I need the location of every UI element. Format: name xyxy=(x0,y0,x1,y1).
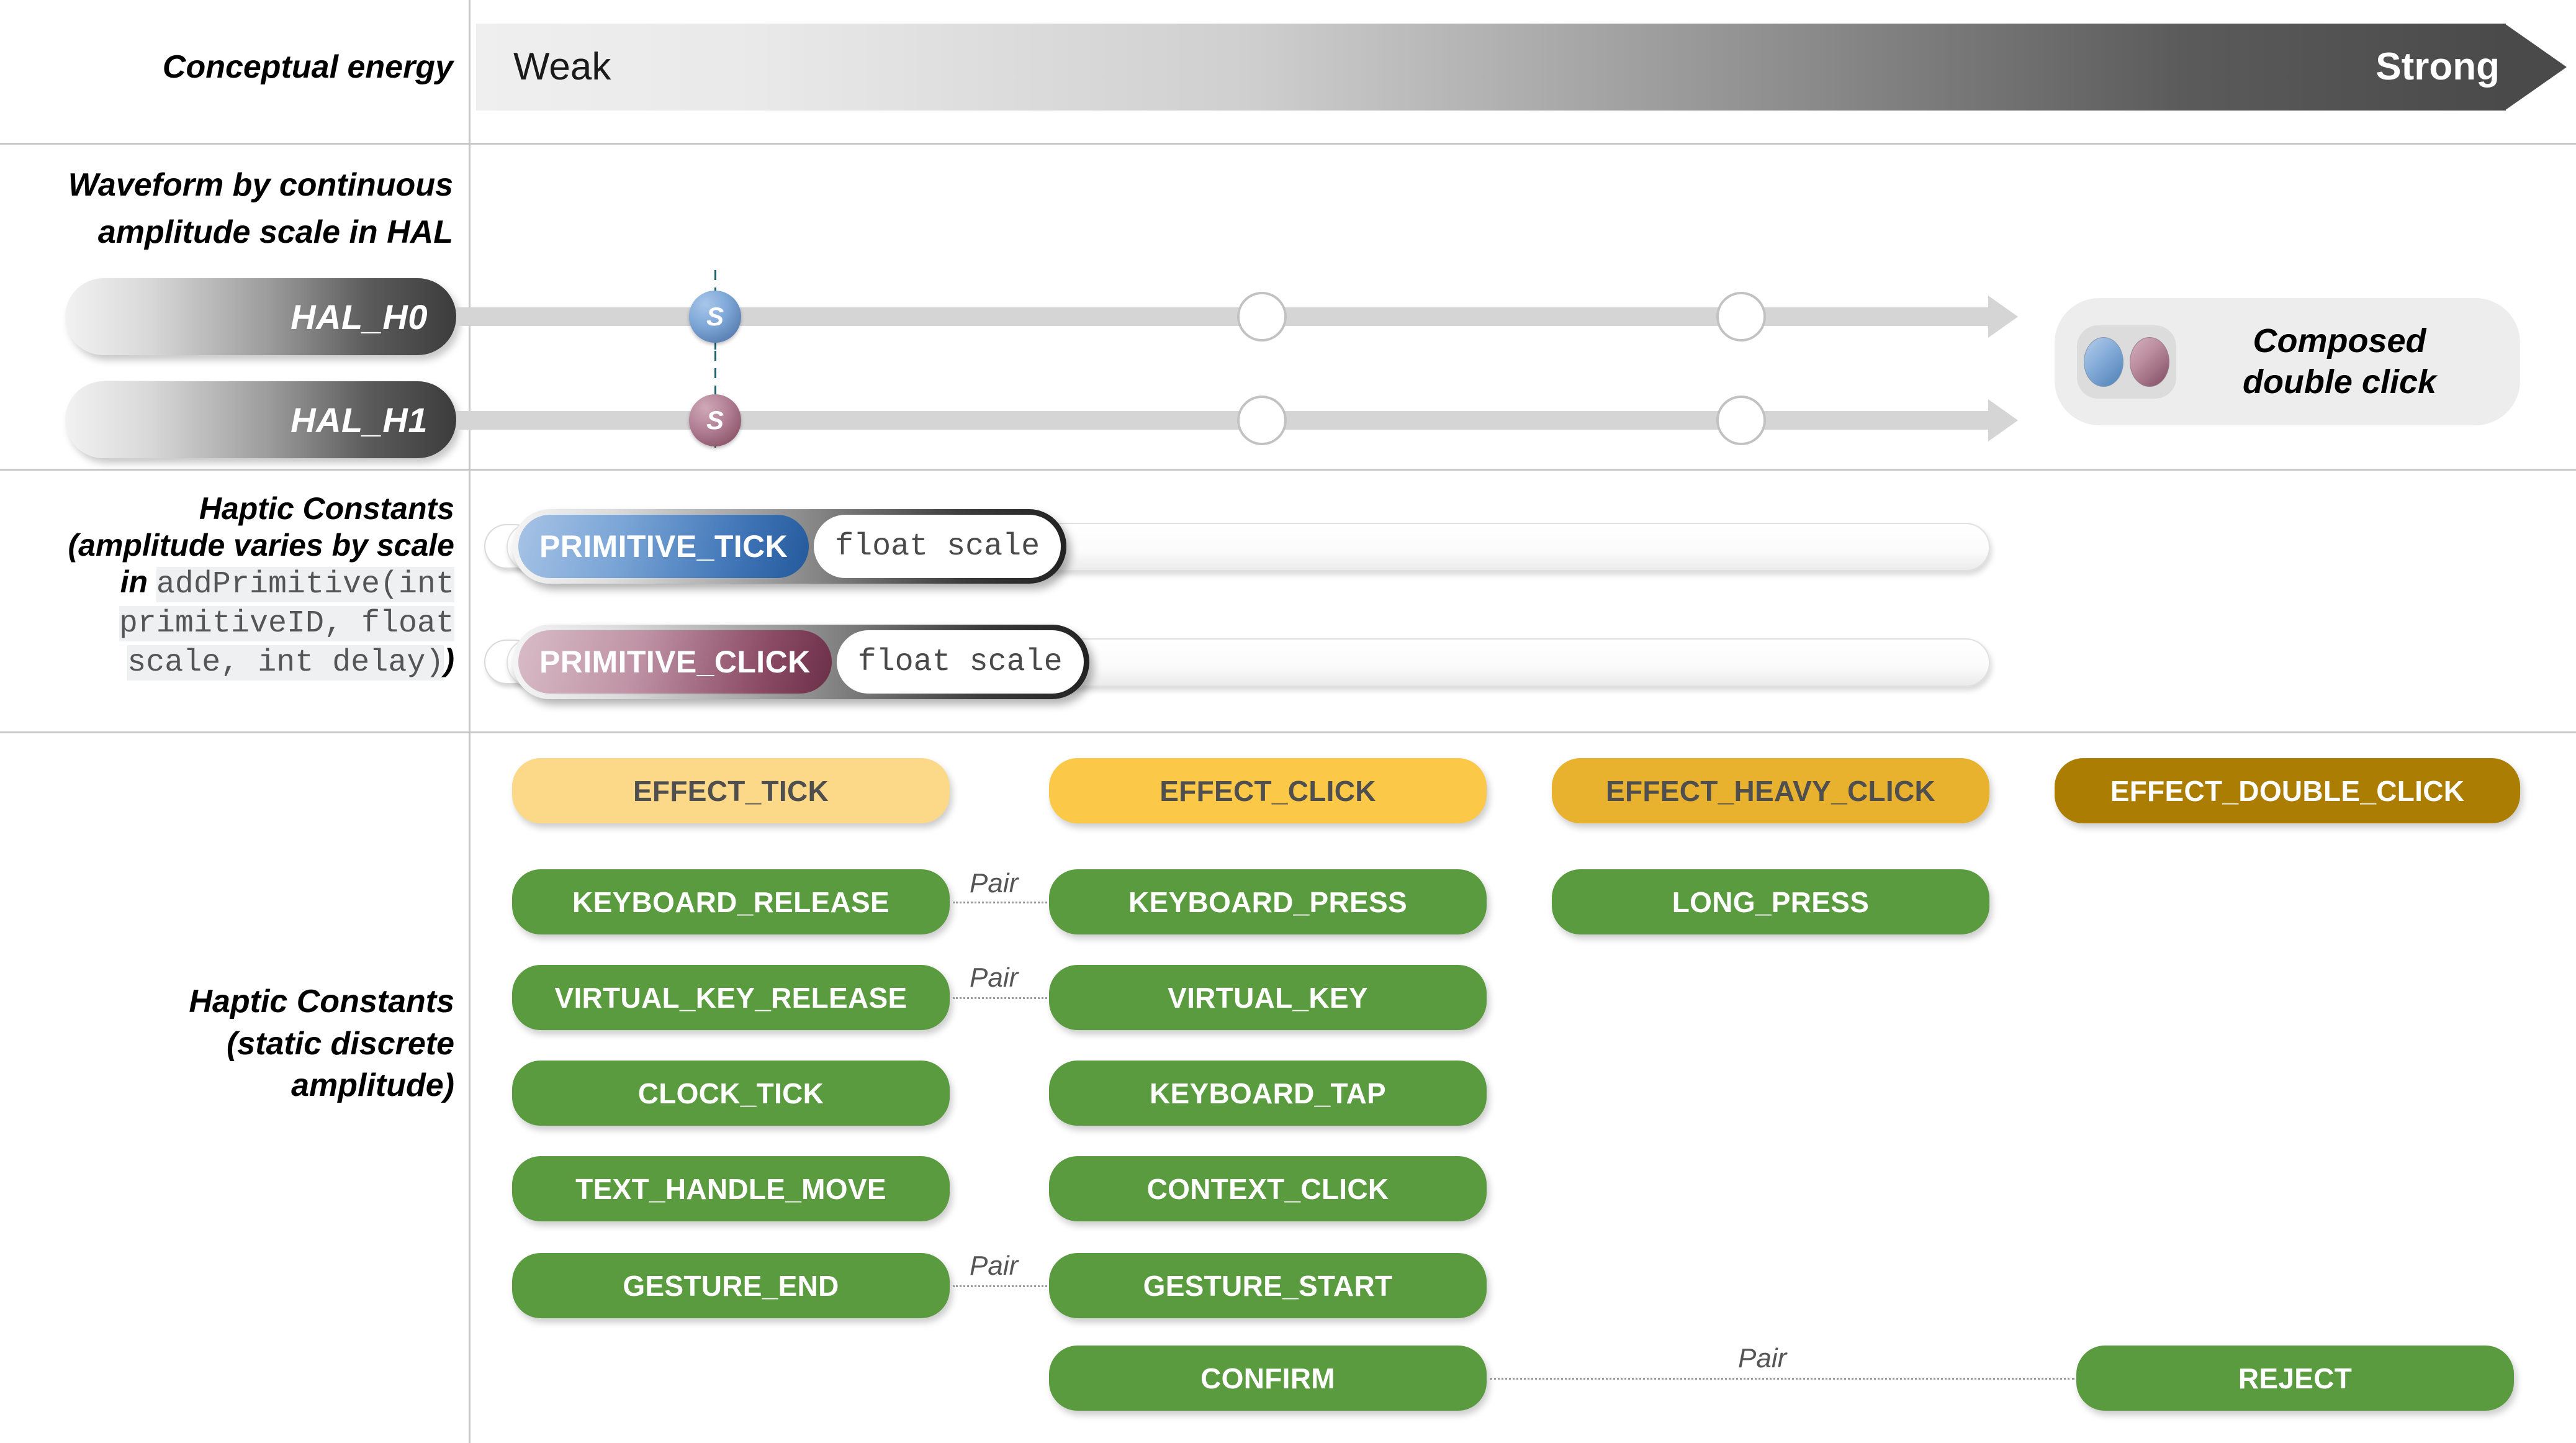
primitives-code-line3: scale, int delay) xyxy=(127,645,444,681)
constant-context-click-pill[interactable]: CONTEXT_CLICK xyxy=(1049,1156,1487,1221)
hal-h1-pill[interactable]: HAL_H1 xyxy=(65,381,456,458)
hal-h0-label: HAL_H0 xyxy=(290,297,428,337)
pair-line-gesture xyxy=(953,1285,1047,1287)
constant-gesture-start-label: GESTURE_START xyxy=(1143,1269,1393,1302)
composed-dot-primitive-click-icon xyxy=(2130,337,2169,387)
constant-reject-pill[interactable]: REJECT xyxy=(2076,1346,2514,1411)
effect-tick-label: EFFECT_TICK xyxy=(633,774,829,807)
hal-h1-node-2[interactable] xyxy=(1237,396,1287,445)
constant-gesture-end-label: GESTURE_END xyxy=(623,1269,839,1302)
constant-keyboard-release-label: KEYBOARD_RELEASE xyxy=(572,885,889,918)
energy-arrow-head-icon xyxy=(2505,24,2567,111)
effect-click-label: EFFECT_CLICK xyxy=(1160,774,1376,807)
constant-keyboard-press-label: KEYBOARD_PRESS xyxy=(1128,885,1407,918)
constant-long-press-label: LONG_PRESS xyxy=(1672,885,1870,918)
effect-double-click-label: EFFECT_DOUBLE_CLICK xyxy=(2110,774,2465,807)
hal-h0-node-3[interactable] xyxy=(1716,292,1766,342)
pair-line-keyboard xyxy=(953,902,1047,903)
constant-keyboard-tap-label: KEYBOARD_TAP xyxy=(1149,1077,1386,1110)
primitives-code-line2: primitiveID, float xyxy=(119,606,454,641)
hal-h1-track-arrow-icon xyxy=(1988,399,2018,441)
hal-h1-scale-node-label: S xyxy=(706,405,724,435)
constant-virtual-key-release-pill[interactable]: VIRTUAL_KEY_RELEASE xyxy=(512,965,950,1030)
pair-line-virtual-key xyxy=(953,997,1047,999)
constants-label-line1: Haptic Constants xyxy=(189,984,454,1020)
hal-h1-scale-node: S xyxy=(689,394,741,446)
hal-h1-label: HAL_H1 xyxy=(290,400,428,440)
primitives-label-line5: scale, int delay)) xyxy=(12,642,454,681)
effect-heavy-click-pill[interactable]: EFFECT_HEAVY_CLICK xyxy=(1552,758,1989,823)
pair-label-gesture: Pair xyxy=(970,1251,1019,1281)
section-divider-1 xyxy=(0,143,2576,145)
composed-double-click-chip-icon xyxy=(2077,325,2176,399)
hal-h0-scale-node: S xyxy=(689,291,741,343)
effect-heavy-click-label: EFFECT_HEAVY_CLICK xyxy=(1605,774,1936,807)
constant-keyboard-release-pill[interactable]: KEYBOARD_RELEASE xyxy=(512,869,950,934)
constant-clock-tick-label: CLOCK_TICK xyxy=(637,1077,824,1110)
hal-h0-track-arrow-icon xyxy=(1988,296,2018,338)
composed-label-line1: Composed xyxy=(2253,322,2426,360)
constant-text-handle-move-label: TEXT_HANDLE_MOVE xyxy=(575,1172,886,1205)
constant-confirm-label: CONFIRM xyxy=(1200,1362,1335,1395)
primitives-section-label: Haptic Constants (amplitude varies by sc… xyxy=(12,491,454,681)
constant-clock-tick-pill[interactable]: CLOCK_TICK xyxy=(512,1061,950,1126)
primitive-tick-capsule[interactable]: PRIMITIVE_TICK float scale xyxy=(513,509,1067,584)
effect-click-pill[interactable]: EFFECT_CLICK xyxy=(1049,758,1487,823)
primitives-code-line1: addPrimitive(int xyxy=(156,567,454,602)
primitives-label-line2: (amplitude varies by scale xyxy=(68,528,454,563)
constant-text-handle-move-pill[interactable]: TEXT_HANDLE_MOVE xyxy=(512,1156,950,1221)
primitives-label-close-paren: ) xyxy=(444,643,454,677)
conceptual-energy-arrow: Weak Strong xyxy=(476,24,2568,111)
constant-context-click-label: CONTEXT_CLICK xyxy=(1146,1172,1389,1205)
primitive-tick-slider-row: PRIMITIVE_TICK float scale xyxy=(484,509,1993,584)
primitives-label-line4: primitiveID, float xyxy=(12,603,454,642)
waveform-section-label-line1: Waveform by continuous xyxy=(68,167,453,203)
effect-tick-pill[interactable]: EFFECT_TICK xyxy=(512,758,950,823)
primitive-click-slider-row: PRIMITIVE_CLICK float scale xyxy=(484,625,1993,699)
constant-virtual-key-pill[interactable]: VIRTUAL_KEY xyxy=(1049,965,1487,1030)
constant-reject-label: REJECT xyxy=(2238,1362,2353,1395)
constants-label-line3: amplitude) xyxy=(291,1067,454,1104)
composed-label-line2: double click xyxy=(2242,363,2437,400)
constants-label-line2: (static discrete xyxy=(226,1025,454,1062)
pair-label-keyboard: Pair xyxy=(970,868,1019,898)
section-divider-3 xyxy=(0,731,2576,733)
composed-double-click-label: Composed double click xyxy=(2176,321,2520,403)
pair-label-confirm-reject: Pair xyxy=(1738,1343,1787,1373)
primitive-click-arg: float scale xyxy=(836,630,1084,694)
energy-gradient-bar xyxy=(476,24,2506,111)
composed-double-click-card[interactable]: Composed double click xyxy=(2055,298,2520,425)
constants-section-label: Haptic Constants (static discrete amplit… xyxy=(12,981,454,1107)
constant-keyboard-tap-pill[interactable]: KEYBOARD_TAP xyxy=(1049,1061,1487,1126)
constant-long-press-pill[interactable]: LONG_PRESS xyxy=(1552,869,1989,934)
hal-h0-node-2[interactable] xyxy=(1237,292,1287,342)
constant-gesture-start-pill[interactable]: GESTURE_START xyxy=(1049,1253,1487,1318)
constant-gesture-end-pill[interactable]: GESTURE_END xyxy=(512,1253,950,1318)
primitives-label-in: in xyxy=(120,564,156,599)
primitives-label-line1: Haptic Constants xyxy=(199,491,454,526)
composed-dot-primitive-tick-icon xyxy=(2084,337,2123,387)
primitive-click-capsule[interactable]: PRIMITIVE_CLICK float scale xyxy=(513,625,1089,699)
section-divider-2 xyxy=(0,469,2576,471)
pair-line-confirm-reject xyxy=(1490,1378,2074,1380)
constant-virtual-key-label: VIRTUAL_KEY xyxy=(1168,981,1368,1014)
constant-keyboard-press-pill[interactable]: KEYBOARD_PRESS xyxy=(1049,869,1487,934)
waveform-section-label-line2: amplitude scale in HAL xyxy=(97,214,453,250)
hal-h0-pill[interactable]: HAL_H0 xyxy=(65,278,456,355)
primitive-tick-label: PRIMITIVE_TICK xyxy=(518,515,809,578)
column-divider xyxy=(469,0,471,1443)
hal-h1-node-3[interactable] xyxy=(1716,396,1766,445)
hal-h0-scale-node-label: S xyxy=(706,302,724,331)
energy-weak-label: Weak xyxy=(513,45,611,88)
primitives-label-line3: in addPrimitive(int xyxy=(12,564,454,603)
effect-double-click-pill[interactable]: EFFECT_DOUBLE_CLICK xyxy=(2055,758,2520,823)
primitive-click-label: PRIMITIVE_CLICK xyxy=(518,630,832,694)
pair-label-virtual-key: Pair xyxy=(970,962,1019,993)
constant-virtual-key-release-label: VIRTUAL_KEY_RELEASE xyxy=(554,981,907,1014)
primitive-tick-arg: float scale xyxy=(814,515,1061,578)
energy-strong-label: Strong xyxy=(2376,45,2500,88)
constant-confirm-pill[interactable]: CONFIRM xyxy=(1049,1346,1487,1411)
conceptual-energy-label: Conceptual energy xyxy=(162,49,453,85)
